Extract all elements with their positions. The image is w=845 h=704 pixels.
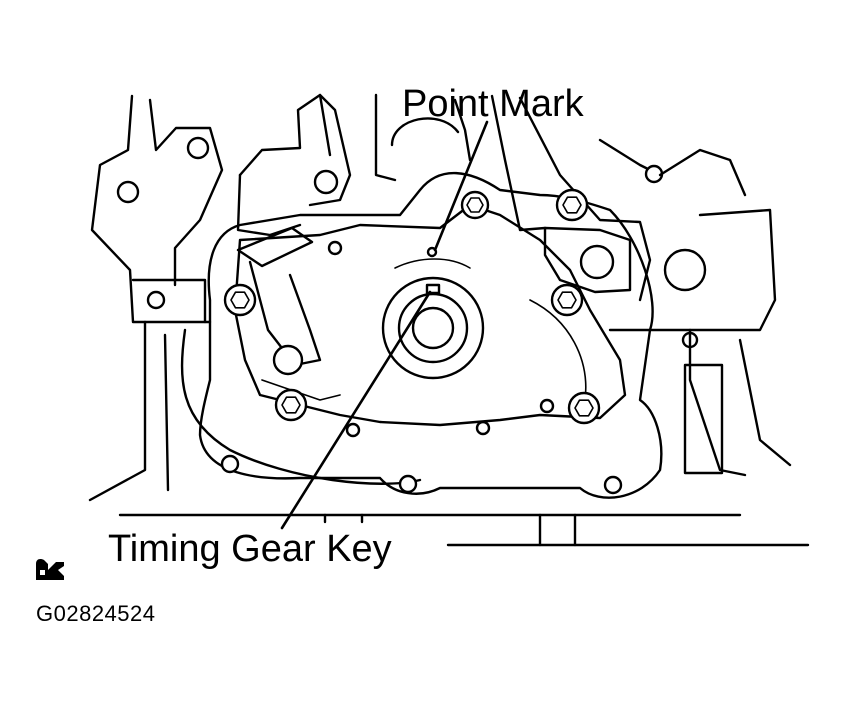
bolt [567, 391, 601, 425]
bolt [223, 283, 257, 317]
block-hole [313, 169, 339, 195]
lower-case-left-2 [163, 333, 170, 492]
relief-valve-body [248, 260, 322, 367]
pan-tick [323, 513, 364, 524]
new-part-tool-icon [36, 559, 64, 580]
upper-rib-1 [238, 93, 332, 177]
housing-hole [475, 420, 491, 436]
gasket-outline [198, 171, 663, 499]
upper-rib-5 [453, 98, 472, 162]
point-mark-label: Point Mark [402, 83, 584, 125]
housing-hole [345, 422, 361, 438]
block-hole [146, 290, 166, 310]
bracket-right [543, 226, 632, 294]
relief-valve-plug [272, 344, 304, 376]
lower-case-left [88, 320, 147, 502]
crankshaft [411, 306, 455, 350]
relief-valve-boss [236, 226, 314, 268]
figure-code: G02824524 [36, 601, 156, 626]
block-outline-left-inner [148, 98, 224, 287]
block-hole [116, 180, 140, 204]
lower-case-right [688, 328, 747, 477]
housing-rib [261, 379, 341, 401]
timing-gear-key-label: Timing Gear Key [108, 528, 392, 570]
pan-rib [538, 513, 577, 547]
lower-case-right-2 [738, 338, 792, 467]
upper-rib-3 [236, 173, 302, 237]
block-hole [663, 248, 707, 292]
point-mark-leader [433, 120, 489, 252]
bolt [555, 188, 589, 222]
block-outline-right-2 [608, 208, 777, 332]
upper-rib-6 [490, 94, 547, 232]
upper-rib-4 [374, 93, 397, 182]
upper-rib-2 [308, 93, 352, 207]
block-hole [579, 244, 615, 280]
block-tab-left [131, 278, 207, 324]
lower-case-inner [180, 328, 422, 485]
housing-hole [327, 240, 343, 256]
upper-arc [390, 117, 460, 147]
timing-arc [394, 258, 471, 269]
housing-rib [529, 299, 587, 401]
bolt [274, 388, 308, 422]
oil-seal-inner [397, 292, 469, 364]
block-hole [186, 136, 210, 160]
block-outline-left [90, 94, 212, 324]
housing-hole [539, 398, 555, 414]
block-outline-right [658, 148, 747, 197]
gasket-hole [603, 475, 623, 495]
bolt [550, 283, 584, 317]
oil-seal-outer [381, 276, 485, 380]
gasket-hole [398, 474, 418, 494]
timing-gear-key-leader [280, 290, 432, 530]
gasket-hole [220, 454, 240, 474]
lower-slot [683, 363, 724, 475]
timing-gear-key [425, 283, 441, 295]
bolt [460, 190, 490, 220]
